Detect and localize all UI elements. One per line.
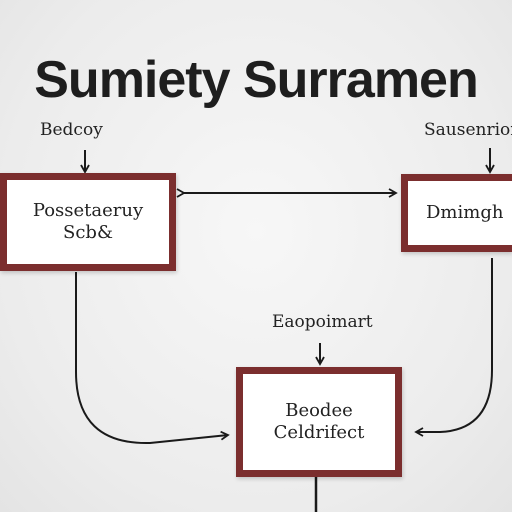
left-node-line-2: Scb& [63,222,113,243]
bottom-node-line-2: Celdrifect [273,422,365,443]
curve-left-to-bottom [75,272,230,445]
curve-right-to-bottom [414,258,493,437]
left-node-line-1: Possetaeruy [32,200,144,221]
left-node-box: Possetaeruy Scb& [0,173,176,271]
right-node-line-1: Dmimgh [426,202,504,223]
left-node-label: Bedcoy [40,120,103,140]
right-node-box: Dmimgh [401,174,512,252]
diagram-title: Sumiety Surramen [34,51,479,109]
bottom-node-label: Eaopoimart [272,312,373,332]
bottom-node-box: Beodee Celdrifect [236,367,402,477]
bottom-node-line-1: Beodee [285,400,353,421]
right-node-label: Sausenrior [424,120,512,140]
